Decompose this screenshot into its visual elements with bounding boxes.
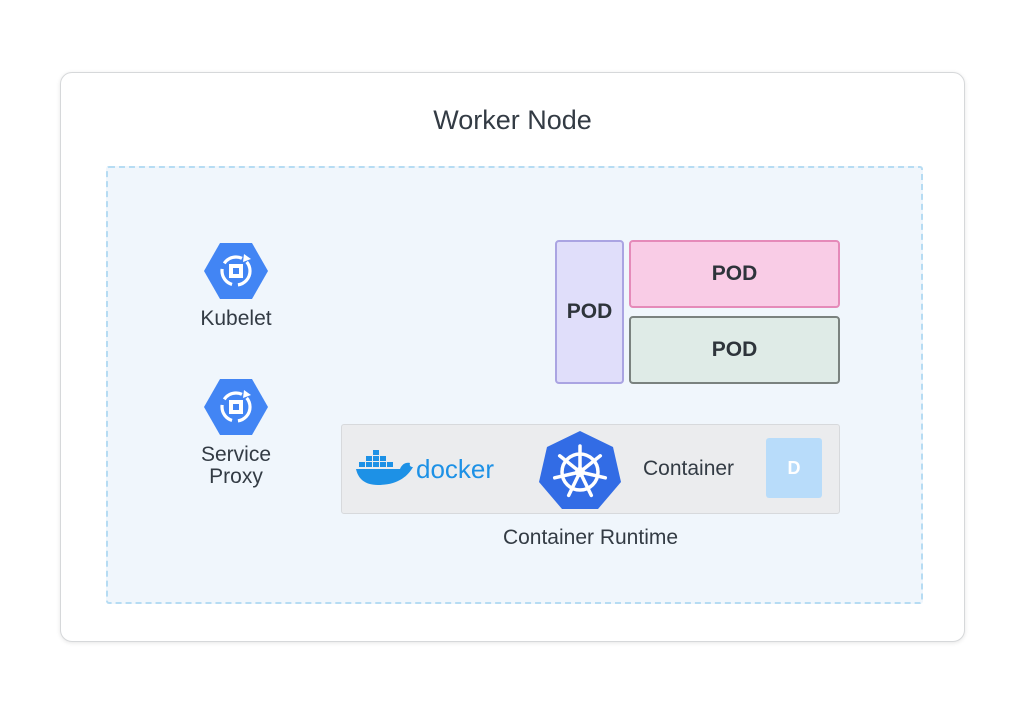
docker-wordmark: docker (416, 454, 494, 484)
kubelet-label: Kubelet (200, 307, 272, 330)
container-label: Container (643, 457, 735, 480)
docker-whale-icon: docker (356, 450, 494, 485)
worker-node-zone: Kubelet Service Proxy POD POD POD (106, 166, 923, 604)
container-runtime-bar: docker (341, 424, 840, 514)
container-runtime-caption: Container Runtime (502, 526, 679, 549)
docker-logo: docker (356, 447, 518, 496)
pod-tall: POD (555, 240, 624, 384)
worker-node-card: Worker Node Kubelet Service (60, 72, 965, 642)
service-proxy-label: Service Proxy (176, 444, 296, 488)
pod-pink: POD (629, 240, 840, 308)
kubernetes-helm-icon (539, 431, 621, 509)
service-proxy-hexagon-icon (204, 379, 268, 435)
kubelet-hexagon-icon (204, 243, 268, 299)
pod-green: POD (629, 316, 840, 384)
kubelet-component: Kubelet (176, 242, 296, 330)
worker-node-title: Worker Node (433, 105, 592, 135)
service-proxy-label-line-2: Proxy (209, 465, 263, 488)
service-proxy-component: Service Proxy (176, 378, 296, 488)
container-d-badge: D (766, 438, 822, 498)
service-proxy-label-line-1: Service (200, 443, 272, 466)
kubernetes-logo (537, 429, 623, 516)
